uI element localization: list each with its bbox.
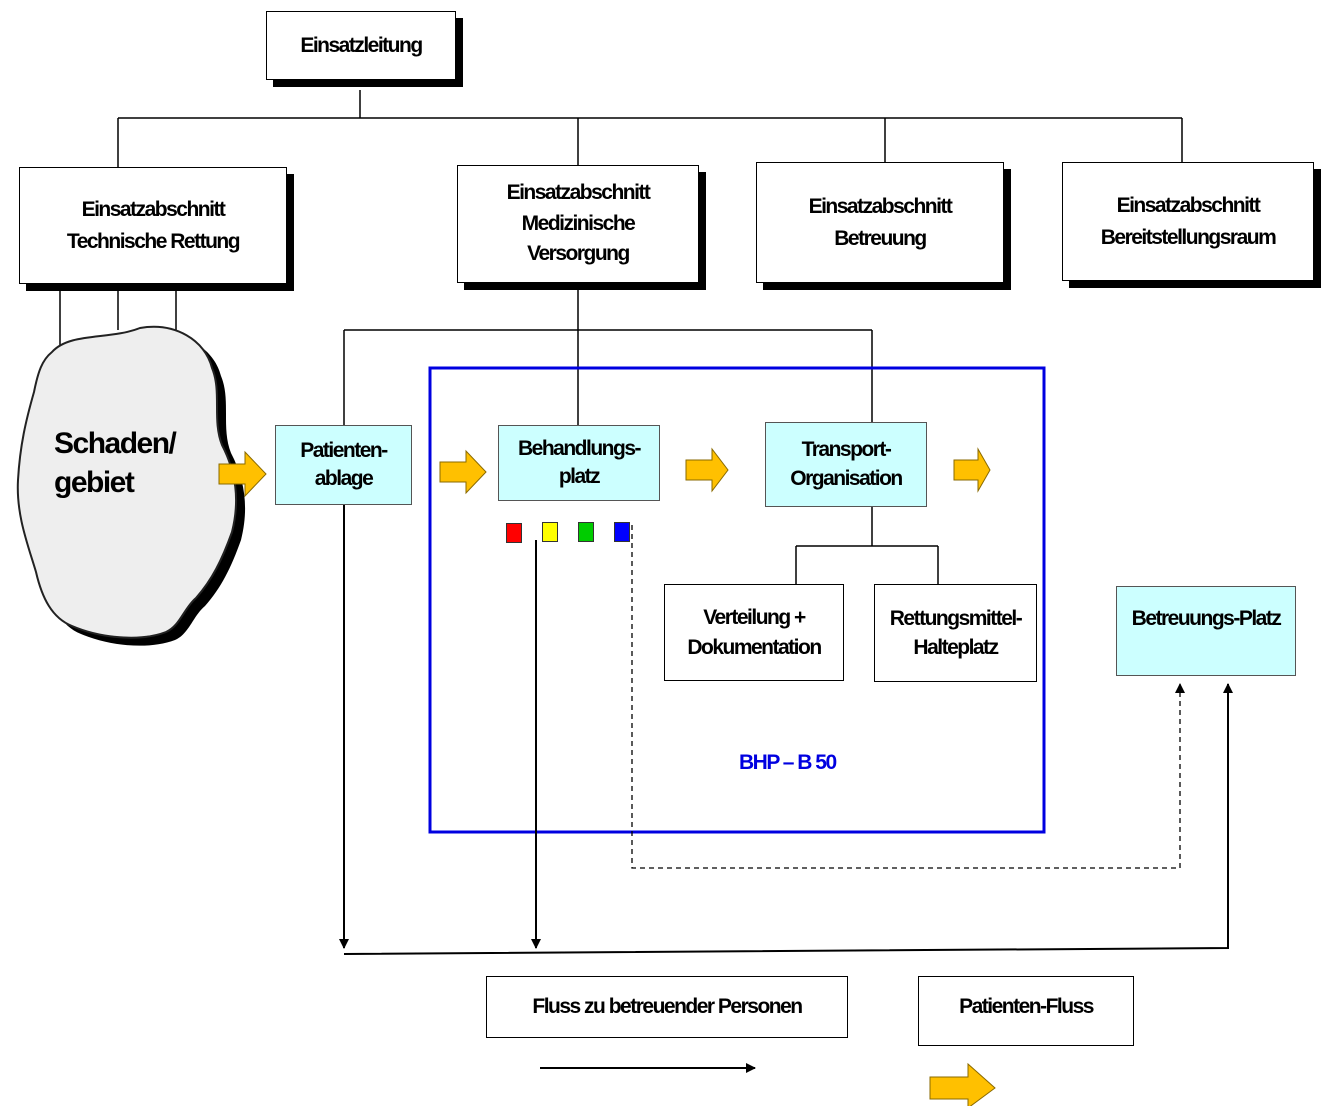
schadensgebiet-line-2: gebiet <box>54 466 135 499</box>
yellow-arrow-4 <box>953 447 991 493</box>
betreuung-line-1: Einsatzabschnitt <box>808 195 953 218</box>
yellow-arrow-1 <box>218 450 267 498</box>
legend-patient-flow-box: Patienten-Fluss <box>918 976 1134 1046</box>
box-patientenablage: Patienten- ablage <box>275 425 412 505</box>
patientenablage-line-1: Patienten- <box>300 438 388 462</box>
person-flow-lines <box>339 505 1233 1073</box>
technische-rettung-line-2: Technische Rettung <box>66 229 241 253</box>
bereitstellungsraum-line-2: Bereitstellungsraum <box>1100 225 1277 249</box>
yellow-arrow-2 <box>439 449 487 495</box>
medizinische-line-2: Medizinische <box>521 211 636 235</box>
box-einsatzleitung: Einsatzleitung <box>266 11 456 80</box>
patient-flow-arrows <box>218 447 996 1106</box>
betreuung-line-2: Betreuung <box>834 226 927 250</box>
box-behandlungsplatz: Behandlungs- platz <box>498 425 660 501</box>
bhp-label: BHP – B 50 <box>739 751 837 774</box>
betreuungsplatz-label: Betreuungs-Platz <box>1131 607 1282 630</box>
schadensgebiet-label: Schaden/ gebiet <box>54 424 177 502</box>
legend-patient-flow-label: Patienten-Fluss <box>959 995 1094 1018</box>
yellow-arrow-3 <box>685 447 729 493</box>
legend-person-flow-label: Fluss zu betreuender Personen <box>532 995 803 1019</box>
triage-red-square <box>506 523 522 543</box>
medizinische-line-3: Versorgung <box>527 242 630 266</box>
schadensgebiet-shape <box>16 325 246 646</box>
box-betreuungsplatz: Betreuungs-Platz <box>1116 586 1296 676</box>
box-transport-organisation: Transport- Organisation <box>765 422 927 507</box>
behandlungsplatz-line-2: platz <box>558 465 601 488</box>
box-bereitstellungsraum: Einsatzabschnitt Bereitstellungsraum <box>1062 162 1314 281</box>
technische-rettung-line-1: Einsatzabschnitt <box>81 198 226 221</box>
verteilung-line-1: Verteilung + <box>703 606 806 630</box>
org-connectors <box>59 90 1183 584</box>
transport-line-1: Transport- <box>801 438 892 462</box>
legend-yellow-arrow <box>929 1062 996 1106</box>
triage-blue-square <box>614 522 630 542</box>
bereitstellungsraum-line-1: Einsatzabschnitt <box>1116 194 1261 217</box>
patientenablage-line-2: ablage <box>314 467 374 490</box>
medizinische-line-1: Einsatzabschnitt <box>506 181 651 205</box>
triage-green-square <box>578 522 594 542</box>
bhp-frame <box>428 366 1046 834</box>
rettungsmittel-line-2: Halteplatz <box>913 636 999 659</box>
box-medizinische-versorgung: Einsatzabschnitt Medizinische Versorgung <box>457 165 699 283</box>
triage-yellow-square <box>542 522 558 542</box>
behandlungsplatz-line-1: Behandlungs- <box>518 436 642 460</box>
verteilung-line-2: Dokumentation <box>687 635 822 659</box>
box-verteilung-dokumentation: Verteilung + Dokumentation <box>664 584 844 681</box>
schadensgebiet-line-1: Schaden/ <box>54 427 177 460</box>
legend-person-flow-box: Fluss zu betreuender Personen <box>486 976 848 1038</box>
box-betreuung: Einsatzabschnitt Betreuung <box>756 162 1004 283</box>
box-rettungsmittel-halteplatz: Rettungsmittel- Halteplatz <box>874 584 1037 682</box>
rettungsmittel-line-1: Rettungsmittel- <box>889 606 1023 630</box>
einsatzleitung-label: Einsatzleitung <box>300 33 423 57</box>
transport-line-2: Organisation <box>790 466 903 490</box>
dashed-flow-line <box>631 525 1185 869</box>
box-technische-rettung: Einsatzabschnitt Technische Rettung <box>19 167 287 284</box>
